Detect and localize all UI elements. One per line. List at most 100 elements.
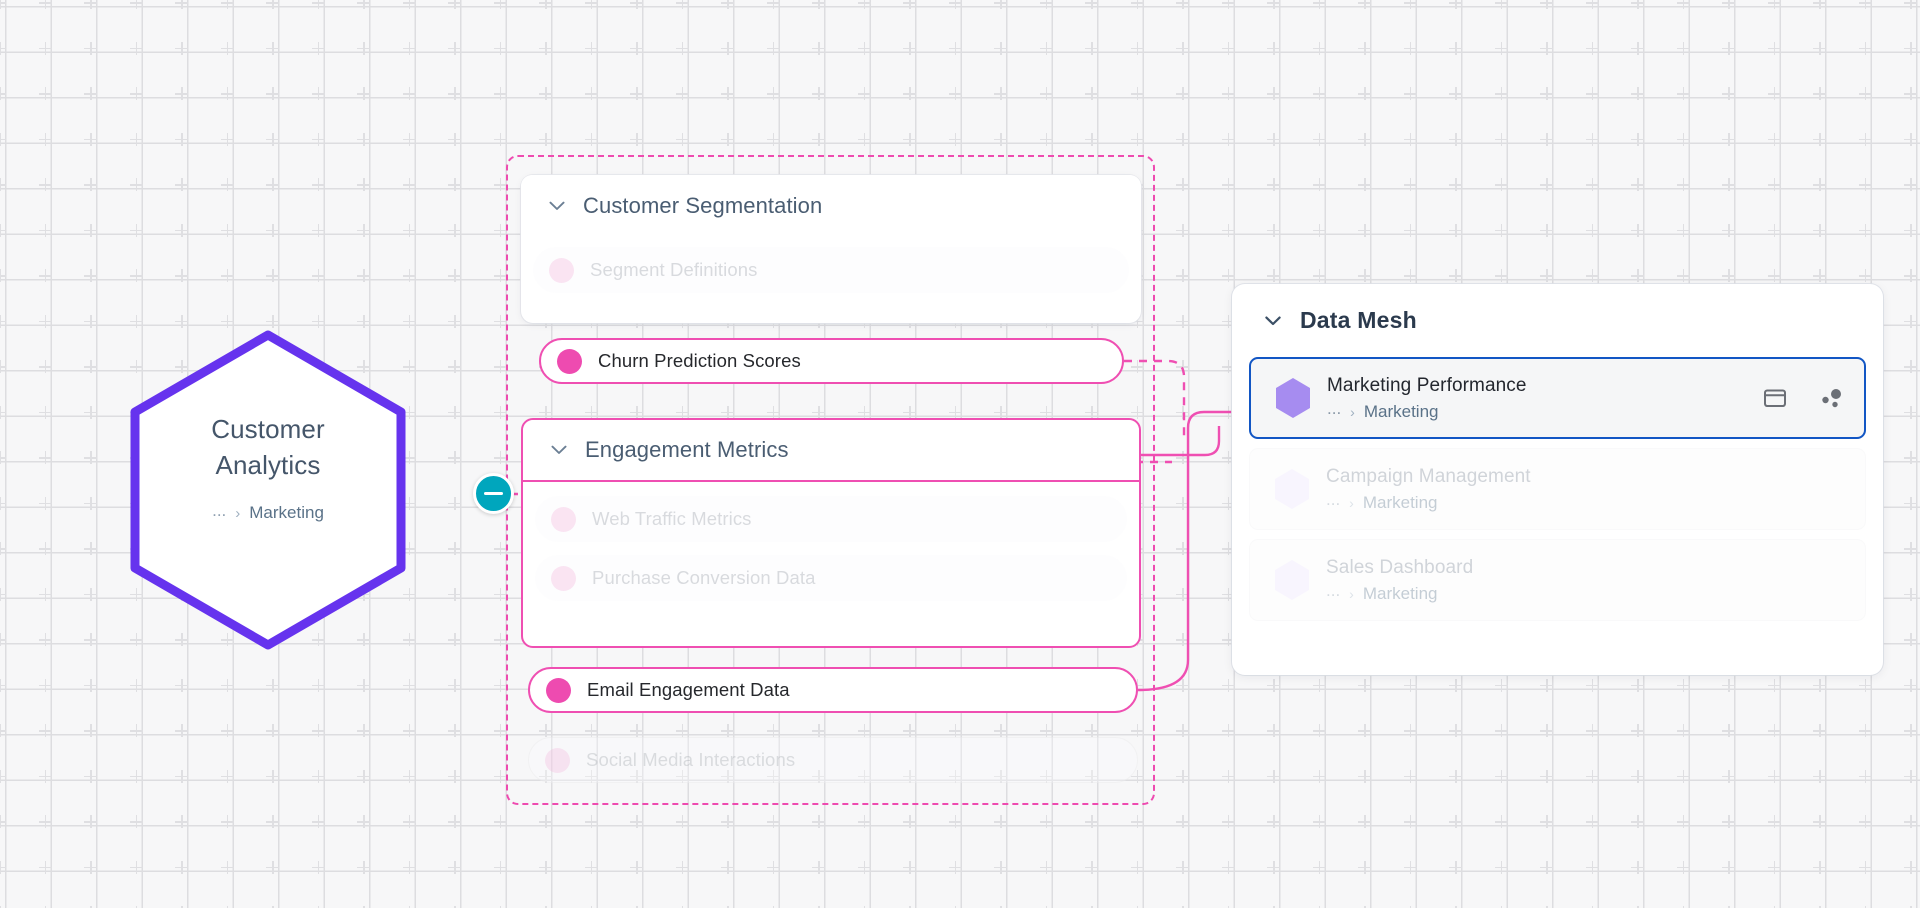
grid-cross-icon — [1904, 769, 1917, 783]
grid-cross-icon — [675, 860, 689, 874]
grid-cross-icon — [1358, 132, 1371, 146]
pill-email-engagement-data[interactable]: Email Engagement Data — [528, 667, 1138, 713]
grid-cross-icon — [1722, 178, 1735, 191]
grid-cross-icon — [220, 0, 234, 9]
grid-cross-icon — [812, 860, 825, 874]
grid-cross-icon — [675, 815, 689, 828]
grid-cross-icon — [1176, 860, 1189, 874]
grid-cross-icon — [1631, 724, 1644, 737]
grid-cross-icon — [1312, 724, 1326, 737]
grid-cross-icon — [1494, 223, 1508, 237]
chevron-down-icon[interactable] — [549, 201, 565, 211]
grid-cross-icon — [1767, 269, 1781, 282]
grid-cross-icon — [1494, 0, 1508, 9]
grid-cross-icon — [493, 451, 507, 464]
mesh-row-marketing-performance[interactable]: Marketing Performance ... › Marketing — [1249, 357, 1866, 439]
grid-cross-icon — [539, 815, 552, 828]
grid-cross-icon — [1858, 678, 1872, 692]
pill-label: Email Engagement Data — [587, 679, 790, 700]
breadcrumb-ellipsis: ... — [1326, 580, 1341, 600]
list-item-purchase-conversion-data[interactable]: Purchase Conversion Data — [535, 555, 1127, 601]
grid-cross-icon — [1904, 860, 1917, 874]
mesh-row-campaign-management[interactable]: Campaign Management ... › Marketing — [1249, 448, 1866, 530]
grid-cross-icon — [1449, 132, 1462, 146]
window-icon[interactable] — [1762, 385, 1788, 411]
grid-cross-icon — [1767, 223, 1781, 237]
data-mesh-header[interactable]: Data Mesh — [1232, 284, 1883, 357]
grid-cross-icon — [38, 41, 52, 55]
grid-cross-icon — [1221, 860, 1235, 874]
grid-cross-icon — [129, 724, 143, 737]
grid-cross-icon — [1631, 223, 1644, 237]
grid-cross-icon — [1267, 815, 1280, 828]
chevron-down-icon[interactable] — [551, 445, 567, 455]
source-node-customer-analytics[interactable]: Customer Analytics ... › Marketing — [118, 325, 418, 655]
grid-cross-icon — [220, 769, 234, 783]
grid-cross-icon — [38, 0, 52, 9]
grid-cross-icon — [584, 0, 598, 9]
grid-cross-icon — [129, 87, 143, 100]
pill-label: Social Media Interactions — [586, 749, 796, 770]
card-header-engagement-metrics[interactable]: Engagement Metrics — [523, 420, 1139, 482]
breadcrumb-domain: Marketing — [249, 503, 324, 522]
grid-cross-icon — [1358, 0, 1371, 9]
grid-cross-icon — [1722, 0, 1735, 9]
grid-cross-icon — [129, 815, 143, 828]
collapse-minus-button[interactable] — [473, 473, 514, 514]
list-item-segment-definitions[interactable]: Segment Definitions — [533, 247, 1129, 293]
grid-cross-icon — [948, 0, 962, 9]
card-header-customer-segmentation[interactable]: Customer Segmentation — [521, 175, 1141, 237]
scatter-dots-icon[interactable] — [1818, 385, 1844, 411]
breadcrumb-chevron-icon: › — [235, 504, 241, 522]
grid-cross-icon — [1267, 87, 1280, 100]
grid-cross-icon — [1403, 87, 1417, 100]
grid-cross-icon — [1676, 87, 1690, 100]
grid-cross-icon — [857, 0, 871, 9]
grid-cross-icon — [311, 724, 325, 737]
mesh-row-breadcrumb: ... › Marketing — [1327, 399, 1527, 422]
grid-cross-icon — [1267, 0, 1280, 9]
grid-cross-icon — [493, 815, 507, 828]
card-engagement-metrics[interactable]: Engagement Metrics Web Traffic Metrics P… — [521, 418, 1141, 648]
grid-cross-icon — [1676, 769, 1690, 783]
source-node-title: Customer Analytics — [118, 411, 418, 483]
grid-cross-icon — [1403, 132, 1417, 146]
grid-cross-icon — [493, 542, 507, 555]
grid-cross-icon — [1312, 223, 1326, 237]
grid-cross-icon — [84, 633, 97, 646]
grid-cross-icon — [1722, 41, 1735, 55]
chevron-down-icon[interactable] — [1265, 316, 1281, 326]
grid-cross-icon — [1631, 178, 1644, 191]
grid-cross-icon — [1585, 678, 1599, 692]
grid-cross-icon — [948, 132, 962, 146]
list-item-web-traffic-metrics[interactable]: Web Traffic Metrics — [535, 496, 1127, 542]
grid-cross-icon — [1085, 41, 1098, 55]
grid-cross-icon — [311, 678, 325, 692]
grid-cross-icon — [38, 587, 52, 601]
grid-cross-icon — [357, 41, 370, 55]
grid-cross-icon — [175, 132, 188, 146]
grid-cross-icon — [1585, 87, 1599, 100]
grid-cross-icon — [84, 405, 97, 419]
grid-cross-icon — [1676, 0, 1690, 9]
grid-cross-icon — [1540, 178, 1553, 191]
grid-cross-icon — [903, 0, 916, 9]
grid-cross-icon — [1722, 860, 1735, 874]
card-customer-segmentation[interactable]: Customer Segmentation Segment Definition… — [521, 175, 1141, 323]
grid-cross-icon — [402, 724, 416, 737]
grid-cross-icon — [1312, 41, 1326, 55]
grid-cross-icon — [266, 132, 279, 146]
grid-cross-icon — [1358, 724, 1371, 737]
grid-cross-icon — [1039, 41, 1053, 55]
grid-cross-icon — [38, 223, 52, 237]
data-mesh-panel[interactable]: Data Mesh Marketing Performance ... › Ma… — [1232, 284, 1883, 675]
grid-cross-icon — [994, 815, 1007, 828]
grid-cross-icon — [857, 87, 871, 100]
grid-cross-icon — [1813, 87, 1826, 100]
mesh-row-sales-dashboard[interactable]: Sales Dashboard ... › Marketing — [1249, 539, 1866, 621]
grid-cross-icon — [1358, 178, 1371, 191]
pill-social-media-interactions[interactable]: Social Media Interactions — [528, 737, 1138, 783]
grid-cross-icon — [311, 87, 325, 100]
pill-churn-prediction-scores[interactable]: Churn Prediction Scores — [539, 338, 1124, 384]
